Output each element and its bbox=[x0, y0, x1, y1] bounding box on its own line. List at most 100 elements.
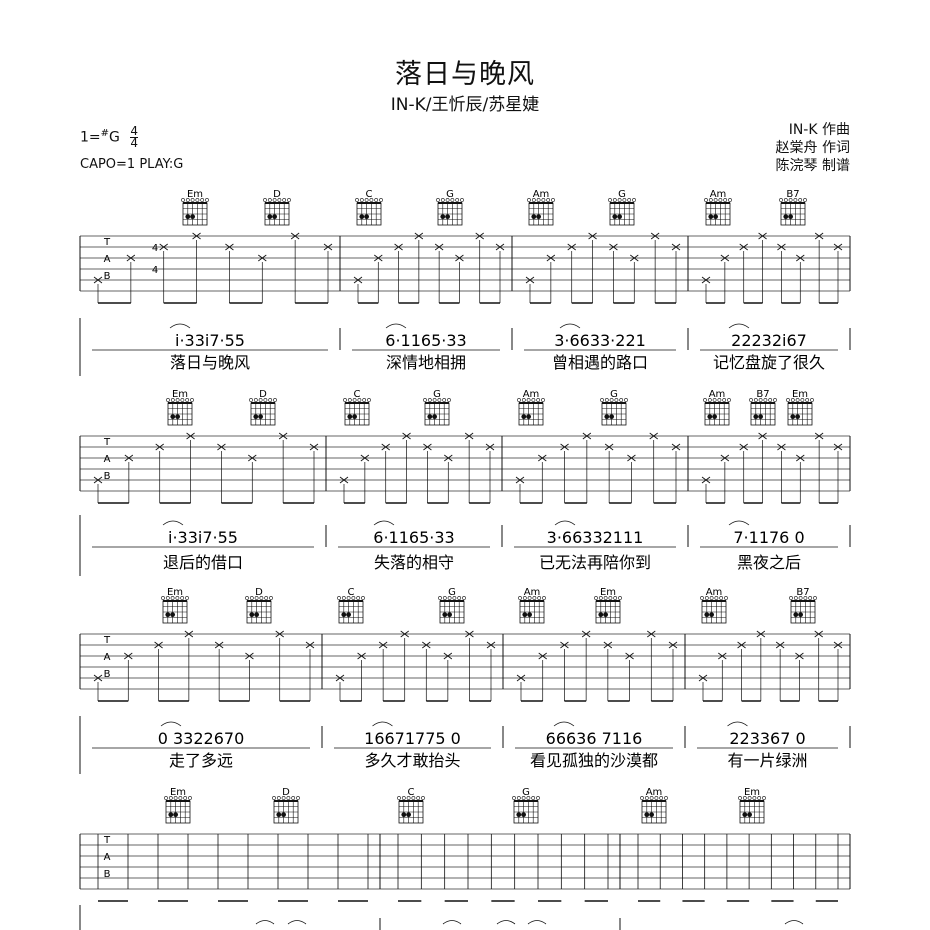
finger-dot bbox=[516, 812, 522, 818]
open-string-marker bbox=[649, 796, 654, 800]
tab-note-x bbox=[582, 432, 592, 440]
open-string-marker bbox=[282, 198, 287, 202]
open-string-marker bbox=[546, 198, 551, 202]
finger-dot bbox=[406, 812, 411, 818]
tab-note-x bbox=[525, 276, 535, 284]
finger-dot bbox=[788, 214, 793, 220]
tab-note-x bbox=[464, 432, 474, 440]
open-string-marker bbox=[753, 398, 758, 402]
tab-clef-letter: T bbox=[103, 437, 111, 448]
open-string-marker bbox=[724, 596, 728, 600]
chord-name: G bbox=[448, 587, 456, 598]
open-string-marker bbox=[447, 596, 452, 600]
open-string-marker bbox=[286, 796, 291, 800]
chord-name: C bbox=[348, 587, 355, 598]
open-string-marker bbox=[526, 398, 531, 402]
tab-note-x bbox=[394, 243, 403, 251]
chord-diagram bbox=[700, 596, 728, 624]
finger-dot bbox=[609, 414, 614, 420]
tab-note-x bbox=[339, 476, 349, 484]
tab-note-x bbox=[516, 674, 526, 682]
open-string-marker bbox=[704, 198, 708, 202]
tab-note-x bbox=[485, 443, 495, 451]
open-string-marker bbox=[173, 796, 178, 800]
chord-name: Em bbox=[744, 787, 760, 798]
open-string-marker bbox=[604, 398, 609, 402]
finger-dot bbox=[707, 414, 713, 420]
open-string-marker bbox=[287, 198, 291, 202]
open-string-marker bbox=[164, 796, 168, 800]
finger-dot bbox=[249, 612, 255, 618]
chord-diagram bbox=[749, 398, 777, 426]
open-string-marker bbox=[170, 596, 175, 600]
open-string-marker bbox=[527, 198, 531, 202]
open-string-marker bbox=[296, 796, 300, 800]
open-string-marker bbox=[805, 398, 810, 402]
open-string-marker bbox=[728, 198, 732, 202]
finger-dot bbox=[521, 812, 526, 818]
tab-note-x bbox=[739, 443, 748, 451]
tab-note-x bbox=[671, 443, 681, 451]
finger-dot bbox=[713, 214, 718, 220]
chord-name: Am bbox=[523, 389, 540, 400]
finger-dot bbox=[165, 612, 171, 618]
finger-dot bbox=[447, 612, 452, 618]
finger-dot bbox=[603, 612, 608, 618]
open-string-marker bbox=[808, 596, 813, 600]
tab-note-x bbox=[93, 674, 103, 682]
tab-note-x bbox=[423, 443, 432, 451]
open-string-marker bbox=[416, 796, 421, 800]
finger-dot bbox=[712, 414, 717, 420]
tie-arc bbox=[287, 920, 307, 925]
open-string-marker bbox=[703, 398, 707, 402]
open-string-marker bbox=[185, 198, 190, 202]
open-string-marker bbox=[704, 596, 709, 600]
tab-note-x bbox=[795, 652, 804, 660]
tab-note-x bbox=[775, 641, 785, 649]
chord-diagram bbox=[249, 398, 277, 426]
open-string-marker bbox=[738, 796, 742, 800]
finger-dot bbox=[612, 214, 618, 220]
open-string-marker bbox=[531, 398, 536, 402]
tab-note-x bbox=[777, 243, 786, 251]
open-string-marker bbox=[644, 796, 649, 800]
open-string-marker bbox=[518, 596, 522, 600]
open-string-marker bbox=[347, 398, 352, 402]
tab-note-x bbox=[833, 641, 843, 649]
chord-diagram bbox=[512, 796, 540, 824]
open-string-marker bbox=[714, 596, 719, 600]
open-string-marker bbox=[551, 198, 555, 202]
tab-note-x bbox=[739, 243, 748, 251]
open-string-marker bbox=[619, 398, 624, 402]
chord-name: Am bbox=[710, 189, 727, 200]
open-string-marker bbox=[343, 398, 347, 402]
open-string-marker bbox=[664, 796, 668, 800]
finger-dot bbox=[168, 812, 174, 818]
open-string-marker bbox=[357, 398, 362, 402]
tab-note-x bbox=[515, 476, 525, 484]
open-string-marker bbox=[438, 596, 442, 600]
open-string-marker bbox=[351, 596, 356, 600]
open-string-marker bbox=[452, 596, 457, 600]
capo-info: CAPO=1 PLAY:G bbox=[80, 157, 184, 172]
credits: IN-K 作曲 赵棠舟 作词 陈浣琴 制谱 bbox=[776, 121, 850, 175]
open-string-marker bbox=[768, 398, 773, 402]
tab-clef-letter: A bbox=[104, 652, 111, 663]
tab-note-x bbox=[455, 254, 464, 262]
open-string-marker bbox=[361, 596, 365, 600]
chord-diagram bbox=[594, 596, 622, 624]
jianpu-measure: 223367 0 bbox=[729, 729, 805, 748]
tab-clef-letter: A bbox=[104, 254, 111, 265]
open-string-marker bbox=[598, 596, 603, 600]
tie-arc bbox=[727, 721, 748, 727]
open-string-marker bbox=[170, 398, 175, 402]
key-sharp: # bbox=[100, 127, 110, 139]
open-string-marker bbox=[268, 398, 273, 402]
open-string-marker bbox=[700, 596, 704, 600]
chord-diagram bbox=[517, 398, 545, 426]
open-string-marker bbox=[180, 596, 185, 600]
tab-note-x bbox=[248, 454, 257, 462]
open-string-marker bbox=[541, 398, 545, 402]
finger-dot bbox=[359, 214, 365, 220]
open-string-marker bbox=[462, 596, 466, 600]
